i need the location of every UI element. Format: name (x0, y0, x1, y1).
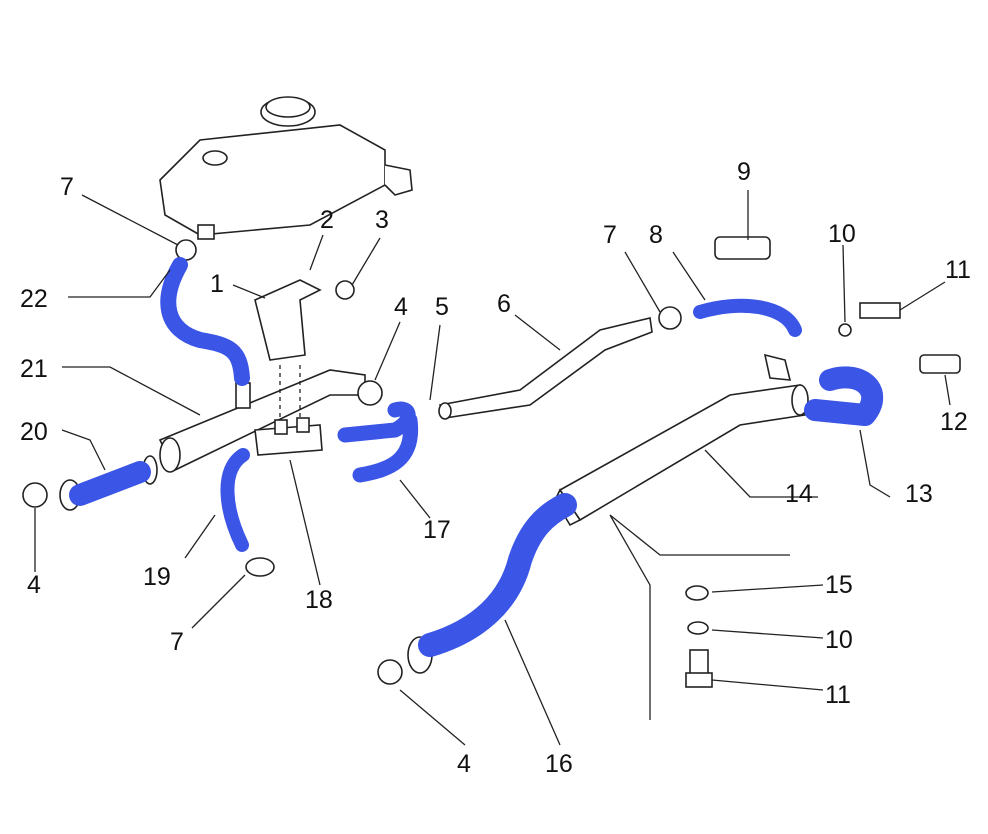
label-10: 10 (825, 626, 853, 654)
label-15: 15 (825, 571, 853, 599)
label-8: 8 (649, 221, 663, 249)
label-19: 19 (143, 563, 171, 591)
label-7: 7 (603, 221, 617, 249)
label-13: 13 (905, 480, 933, 508)
part-labels: 7 22 21 20 4 19 7 18 17 1 2 3 4 5 6 7 8 … (20, 158, 971, 778)
label-12: 12 (940, 408, 968, 436)
label-5: 5 (435, 293, 449, 321)
label-7: 7 (170, 628, 184, 656)
label-14: 14 (785, 480, 813, 508)
label-11: 11 (945, 256, 971, 284)
pipe-14 (558, 384, 809, 522)
blue-hoses (69, 257, 883, 657)
label-3: 3 (375, 206, 389, 234)
label-17: 17 (423, 516, 451, 544)
label-10: 10 (828, 220, 856, 248)
t-connector-18 (235, 365, 323, 456)
label-11: 11 (825, 681, 851, 709)
leader-lines (34, 190, 951, 746)
pipe-6 (438, 317, 653, 420)
label-6: 6 (497, 290, 511, 318)
label-1: 1 (210, 270, 224, 298)
expansion-tank (159, 96, 413, 240)
label-18: 18 (305, 586, 333, 614)
pipe-21 (158, 369, 366, 473)
label-2: 2 (320, 206, 334, 234)
label-21: 21 (20, 355, 48, 383)
label-4: 4 (27, 571, 41, 599)
label-20: 20 (20, 418, 48, 446)
label-4: 4 (457, 750, 471, 778)
label-16: 16 (545, 750, 573, 778)
label-9: 9 (737, 158, 751, 186)
label-4: 4 (394, 293, 408, 321)
label-7: 7 (60, 173, 74, 201)
label-22: 22 (20, 285, 48, 313)
